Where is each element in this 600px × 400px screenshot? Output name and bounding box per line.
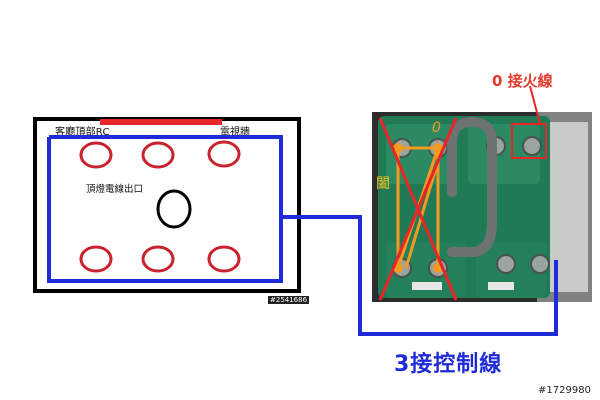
light-fixture-5 [141,245,175,273]
light-fixture-2 [141,141,175,169]
light-fixture-3 [207,140,241,168]
fire-connector [529,85,541,125]
tv-wall-bar [100,119,222,125]
photo-label-zero: 0 [432,120,441,136]
room-title: 客廳頂部RC [55,127,110,138]
ceiling-outlet-label: 頂燈電線出口 [86,184,144,195]
control-wire-label: 3接控制線 [394,352,503,377]
ceiling-outlet-circle [156,189,192,229]
fire-terminal-box [511,123,547,159]
jumper-wire [447,116,497,257]
left-watermark: #2541686 [268,296,310,304]
switch-photo: 0 闔 [372,112,592,302]
cross-line-2 [378,117,458,301]
right-watermark: #1729980 [538,385,591,396]
fire-wire-label: 0 接火線 [492,72,553,90]
light-fixture-1 [79,141,113,169]
light-fixture-4 [79,245,113,273]
tv-wall-label: 電視牆 [220,127,250,138]
light-fixture-6 [207,245,241,273]
switch-photo-drawing: 0 闔 [372,112,592,302]
blue-control-wire [47,135,558,336]
photo-label-char: 闔 [376,176,390,192]
